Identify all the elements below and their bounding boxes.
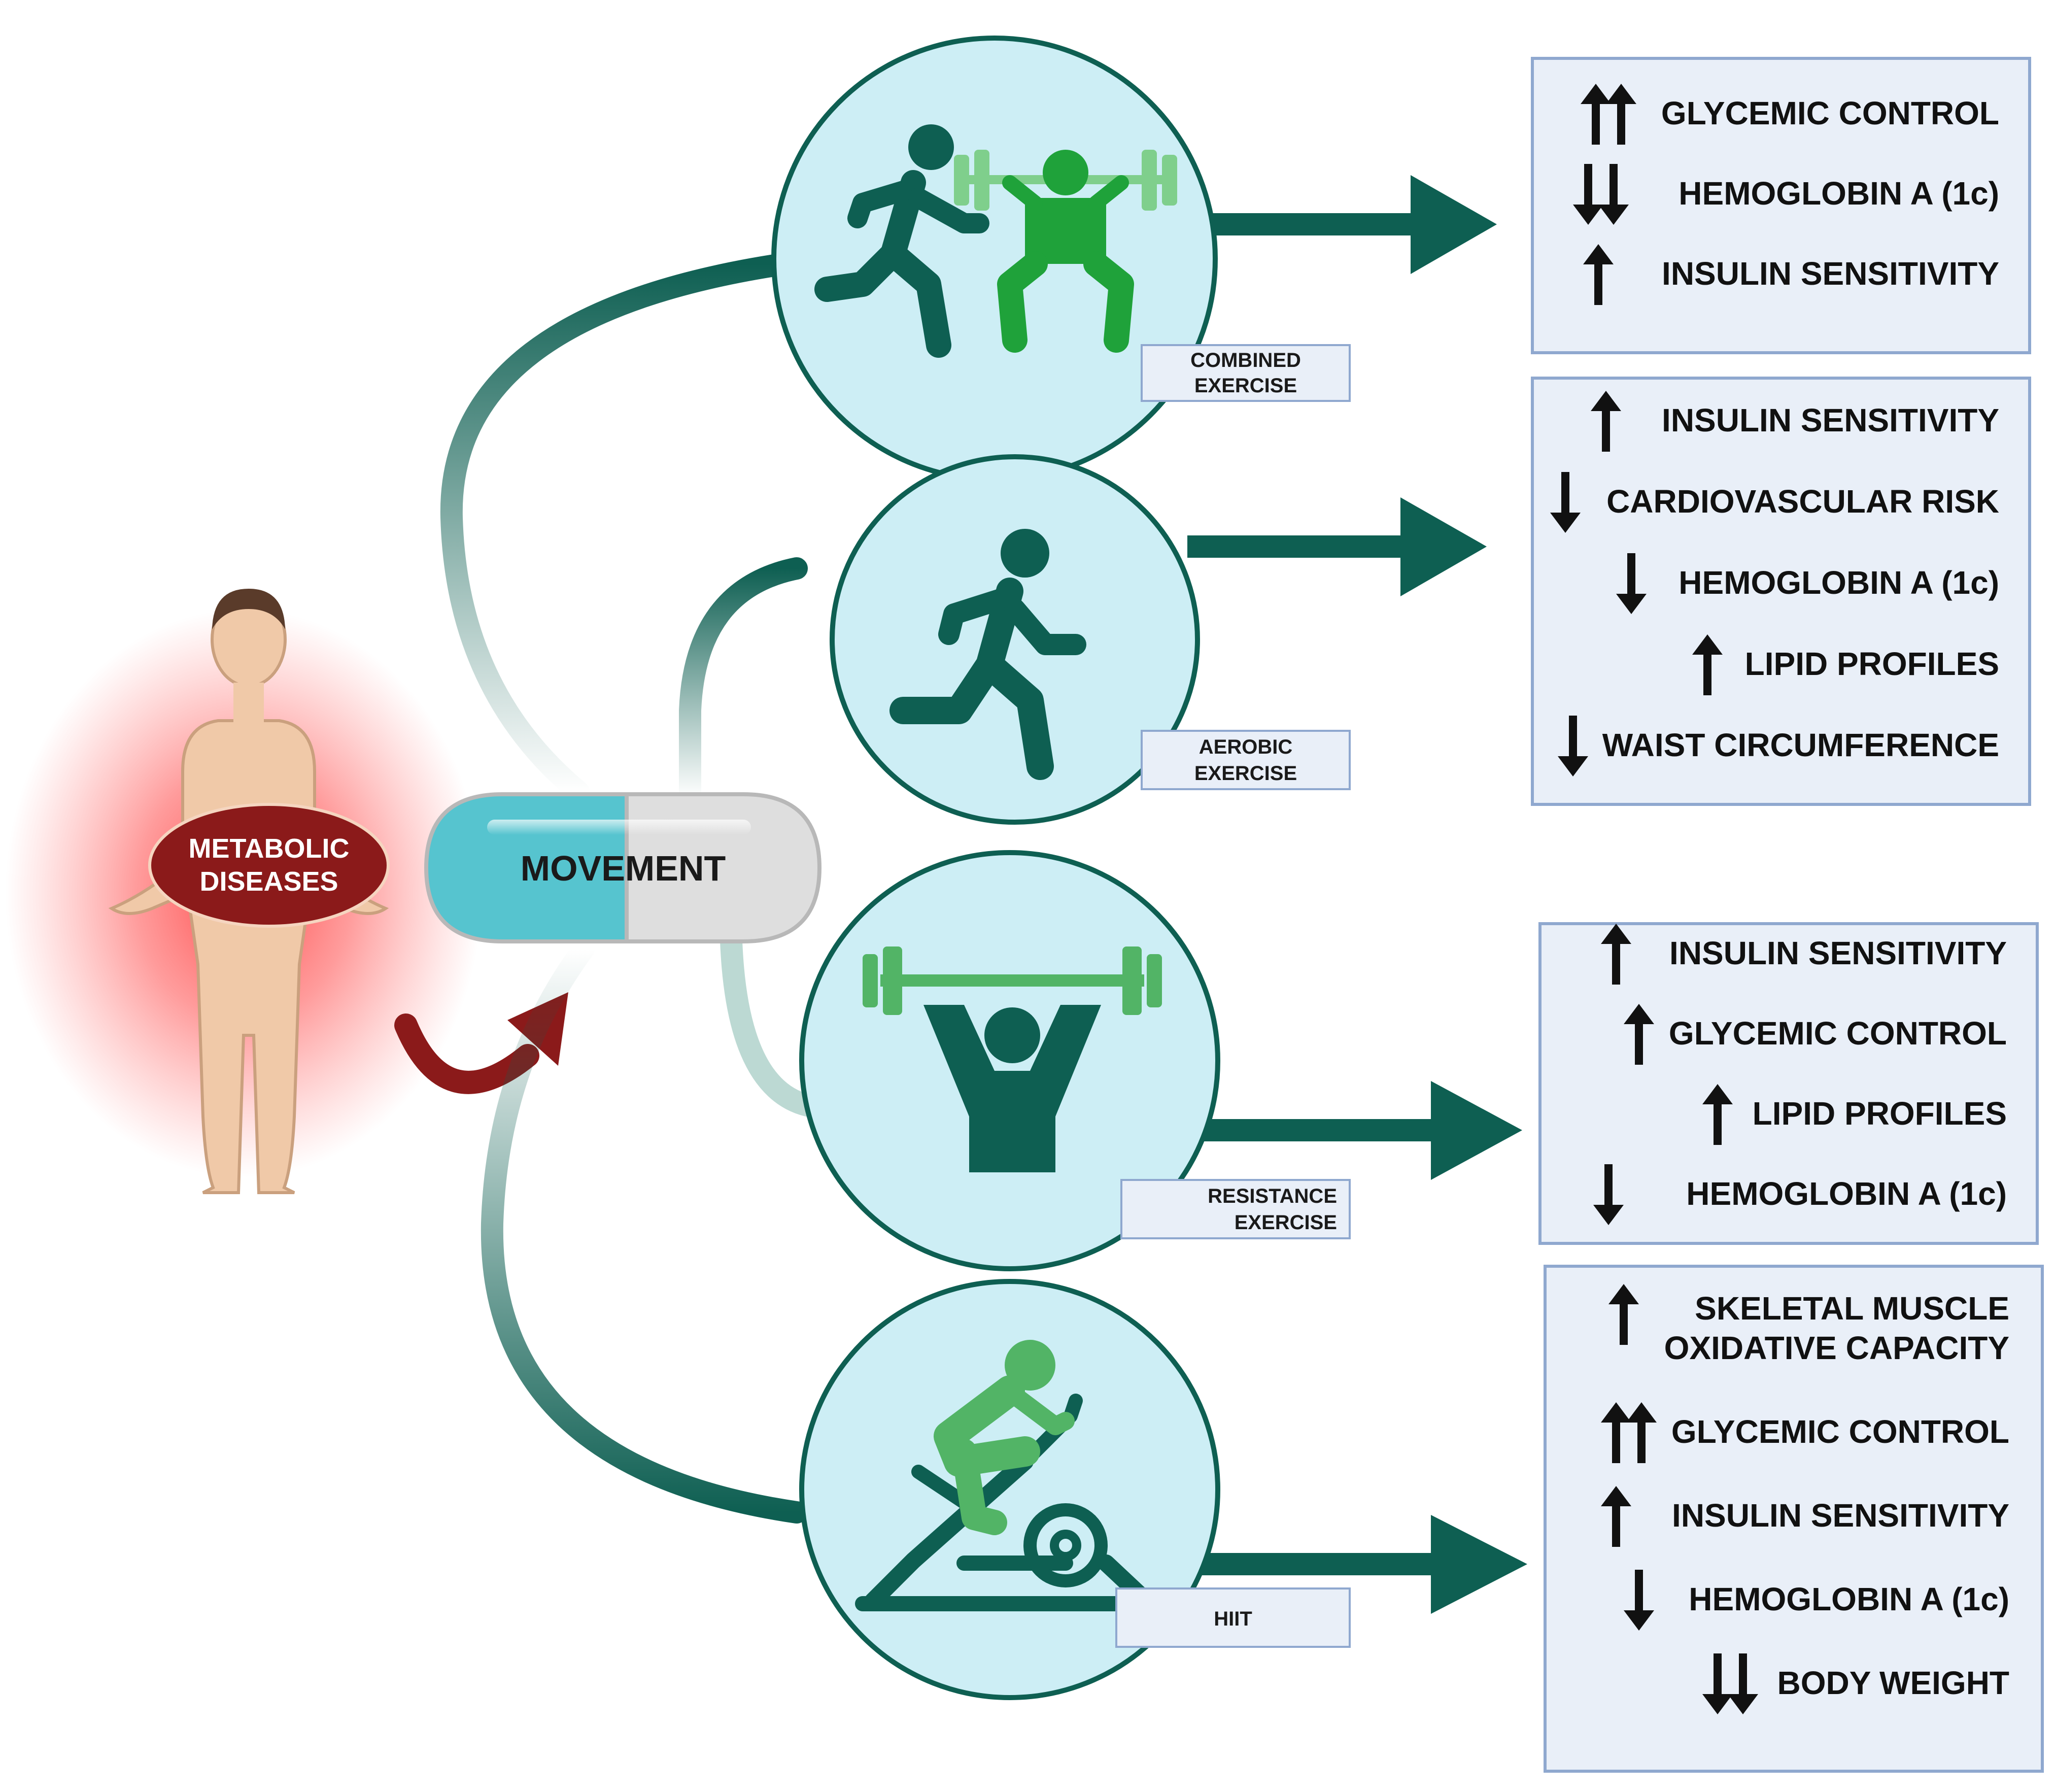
tag-hiit: HIIT	[1115, 1587, 1351, 1648]
tag-aerobic: AEROBIC EXERCISE	[1141, 730, 1351, 790]
disease-badge: METABOLIC DISEASES	[148, 803, 390, 928]
tag-resistance-line2: EXERCISE	[1235, 1211, 1337, 1234]
arrow-aerobic	[1187, 497, 1487, 596]
effect-row: GLYCEMIC CONTROL	[1601, 1402, 2009, 1463]
effect-box-aerobic: INSULIN SENSITIVITY CARDIOVASCULAR RISK HE…	[1531, 377, 2031, 806]
effect-label: INSULIN SENSITIVITY	[1662, 402, 1999, 438]
effect-label: HEMOGLOBIN A (1c)	[1689, 1581, 2009, 1617]
arrow-down-icon	[1558, 716, 1588, 776]
effect-row: HEMOGLOBIN A (1c)	[1616, 553, 1999, 614]
effect-label: BODY WEIGHT	[1777, 1665, 2010, 1701]
effect-row: BODY WEIGHT	[1702, 1653, 2009, 1714]
person-neck	[233, 683, 264, 723]
tag-combined-line2: EXERCISE	[1194, 375, 1297, 397]
effect-row: HEMOGLOBIN A (1c)	[1593, 1164, 2007, 1225]
effect-label: HEMOGLOBIN A (1c)	[1679, 175, 1999, 212]
effect-row: INSULIN SENSITIVITY	[1601, 1486, 2009, 1547]
effect-box-combined: GLYCEMIC CONTROL HEMOGLOBIN A (1c) INSULIN…	[1531, 57, 2031, 354]
effect-row: INSULIN SENSITIVITY	[1583, 244, 1999, 305]
effect-label: INSULIN SENSITIVITY	[1662, 255, 1999, 292]
connector-resistance	[720, 902, 823, 1118]
arrow-up-icon	[1583, 244, 1614, 305]
effect-label: SKELETAL MUSCLE	[1695, 1290, 2009, 1327]
effect-row: CARDIOVASCULAR RISK	[1550, 472, 1999, 533]
patient-figure: METABOLIC DISEASES	[5, 589, 568, 1194]
arrow-down-icon	[1573, 164, 1603, 225]
arrow-combined	[1208, 175, 1497, 274]
effect-row: GLYCEMIC CONTROL	[1624, 1004, 2007, 1065]
effect-label: GLYCEMIC CONTROL	[1669, 1015, 2007, 1052]
arrow-up-icon	[1702, 1084, 1733, 1145]
effect-label: LIPID PROFILES	[1753, 1095, 2007, 1132]
arrow-up-icon	[1626, 1402, 1657, 1463]
effect-label-line2: OXIDATIVE CAPACITY	[1664, 1330, 2009, 1366]
connector-aerobic	[679, 557, 808, 808]
connector-curves	[440, 253, 823, 1524]
arrow-up-icon	[1692, 634, 1723, 695]
tag-hiit-line1: HIIT	[1214, 1608, 1252, 1630]
arrow-down-icon	[1550, 472, 1581, 533]
exercise-resistance	[799, 850, 1220, 1271]
exercise-tags: COMBINED EXERCISE AEROBIC EXERCISE RESIS…	[1115, 344, 1351, 1648]
tag-aerobic-line2: EXERCISE	[1194, 762, 1297, 785]
arrow-hiit	[1197, 1515, 1527, 1614]
tag-aerobic-line1: AEROBIC	[1199, 736, 1292, 758]
movement-pill: MOVEMENT	[424, 792, 822, 943]
exercise-combined	[771, 36, 1218, 482]
pill-label: MOVEMENT	[521, 849, 726, 888]
effect-row: LIPID PROFILES	[1692, 634, 1999, 695]
arrow-up-icon	[1606, 84, 1636, 145]
effect-label: CARDIOVASCULAR RISK	[1606, 483, 1999, 520]
arrow-down-icon	[1593, 1164, 1624, 1225]
runner-icon	[889, 529, 1086, 780]
disease-label-line1: METABOLIC	[189, 833, 350, 864]
arrow-down-icon	[1616, 553, 1647, 614]
weightlifter-icon	[863, 946, 1162, 1172]
exercise-hiit	[799, 1279, 1220, 1700]
effect-label: GLYCEMIC CONTROL	[1671, 1413, 2009, 1450]
effect-row: HEMOGLOBIN A (1c)	[1624, 1570, 2009, 1631]
arrow-up-icon	[1624, 1004, 1654, 1065]
arrow-down-icon	[1702, 1653, 1733, 1714]
effect-row: LIPID PROFILES	[1702, 1084, 2007, 1145]
effect-label: HEMOGLOBIN A (1c)	[1686, 1175, 2007, 1212]
runner-and-squat-icon	[814, 124, 1177, 358]
arrow-up-icon	[1601, 1486, 1631, 1547]
person-hair	[212, 589, 285, 629]
tag-combined-line1: COMBINED	[1190, 349, 1301, 371]
arrow-up-icon	[1601, 1402, 1631, 1463]
connector-hiit	[481, 938, 808, 1524]
effect-label: LIPID PROFILES	[1745, 646, 1999, 682]
arrow-up-icon	[1601, 924, 1631, 985]
effect-row: INSULIN SENSITIVITY	[1591, 391, 1999, 452]
effect-arrows	[1187, 175, 1527, 1614]
stationary-bike-icon	[855, 1340, 1155, 1611]
tag-resistance-line1: RESISTANCE	[1208, 1185, 1337, 1207]
effect-label: WAIST CIRCUMFERENCE	[1602, 727, 1999, 763]
arrow-resistance	[1197, 1081, 1522, 1180]
effect-label: INSULIN SENSITIVITY	[1672, 1497, 2009, 1534]
exercise-aerobic	[830, 454, 1200, 825]
arrow-down-icon	[1728, 1653, 1758, 1714]
connector-combined	[440, 253, 795, 803]
effect-row: GLYCEMIC CONTROL	[1581, 84, 1999, 145]
tag-combined: COMBINED EXERCISE	[1141, 344, 1351, 402]
tag-resistance: RESISTANCE EXERCISE	[1120, 1179, 1351, 1239]
effect-box-resistance: INSULIN SENSITIVITY GLYCEMIC CONTROL LIPID…	[1538, 922, 2039, 1245]
effect-label: GLYCEMIC CONTROL	[1661, 95, 1999, 131]
arrow-down-icon	[1624, 1570, 1654, 1631]
disease-label-line2: DISEASES	[199, 866, 338, 897]
effect-row: HEMOGLOBIN A (1c)	[1573, 164, 1999, 225]
effect-label: HEMOGLOBIN A (1c)	[1679, 564, 1999, 601]
arrow-up-icon	[1581, 84, 1611, 145]
arrow-up-icon	[1608, 1284, 1639, 1345]
arrow-up-icon	[1591, 391, 1621, 452]
effect-row: WAIST CIRCUMFERENCE	[1558, 716, 1999, 776]
effect-row: INSULIN SENSITIVITY	[1601, 924, 2007, 985]
arrow-down-icon	[1598, 164, 1629, 225]
effect-label: INSULIN SENSITIVITY	[1669, 935, 2007, 971]
